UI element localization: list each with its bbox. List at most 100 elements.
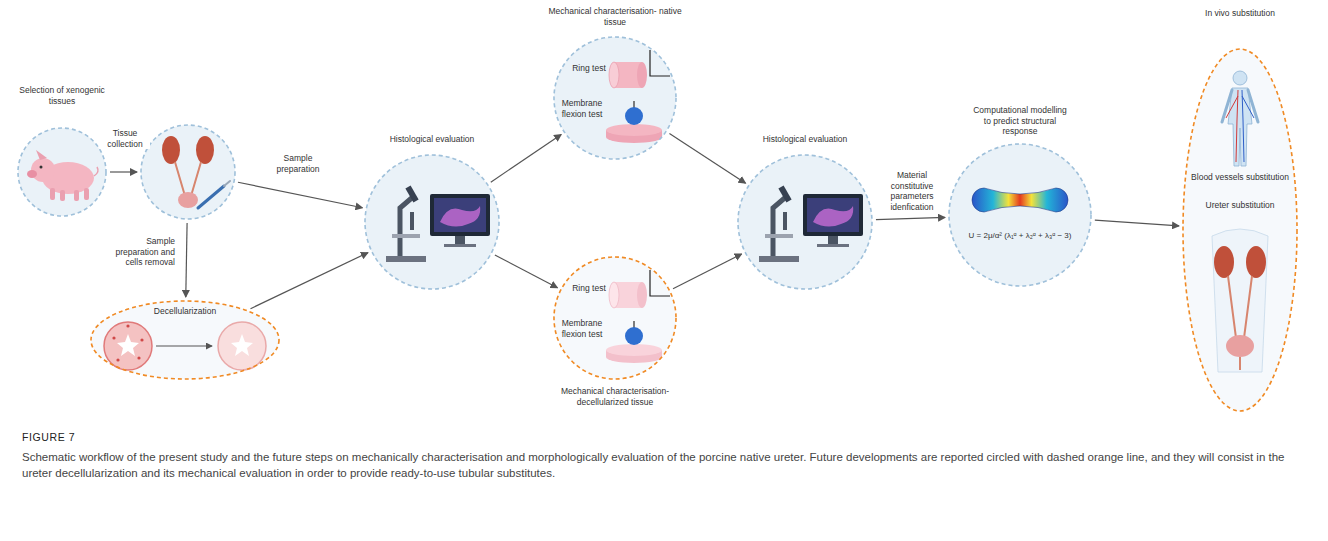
mechanical-test-circle: Mechanical characterisation- native tiss… <box>553 36 677 160</box>
flow-arrow <box>238 182 362 208</box>
dashed-outline <box>91 301 279 379</box>
urinary-tract-illustration <box>1239 357 1241 370</box>
microscope-illustration <box>392 234 420 238</box>
cross-section-illustration <box>104 322 266 370</box>
urinary-tract-illustration <box>1228 276 1252 338</box>
node-fills <box>554 37 676 159</box>
node-fills <box>91 301 279 379</box>
human-body-illustration <box>1226 90 1238 162</box>
node-fills <box>18 128 106 216</box>
edge-label: Material constitutive parameters idenfic… <box>876 170 948 212</box>
dashed-outline <box>1183 49 1297 411</box>
flow-arrow <box>251 253 368 309</box>
dashed-outline <box>18 128 106 216</box>
node-outline <box>364 154 500 290</box>
kidney-ureter-illustration <box>178 192 198 208</box>
pig-illustration <box>50 188 55 200</box>
pig-illustration <box>94 167 98 176</box>
node-fills <box>141 125 235 219</box>
kidney-ureter-illustration <box>198 186 224 208</box>
node-text: In vivo substitution <box>1200 8 1280 19</box>
microscope-illustration <box>783 212 787 230</box>
kidney-ureter-illustration <box>191 162 201 196</box>
microscope-illustration <box>434 198 486 232</box>
histology-circle: Histological evaluation <box>737 154 873 290</box>
pig-illustration <box>40 166 43 169</box>
node-text: Membrane flexion test <box>557 318 607 339</box>
urinary-tract-illustration <box>1212 229 1268 372</box>
decellularization-ellipse: Decellularization <box>90 300 280 380</box>
computational-model-circle: Computational modelling to predict struc… <box>948 143 1092 287</box>
cross-section-illustration <box>156 345 212 346</box>
cross-section-illustration <box>104 322 152 370</box>
urinary-tract-illustration <box>1246 246 1266 278</box>
edge-label: Tissue collection <box>100 128 150 149</box>
cross-section-illustration <box>116 358 119 361</box>
kidney-ureter-illustration <box>162 136 230 208</box>
human-body-illustration <box>1242 90 1254 162</box>
microscope-illustration <box>765 234 793 238</box>
dashed-outline <box>554 37 676 159</box>
microscope-illustration <box>778 186 791 203</box>
human-body-illustration <box>1233 71 1247 85</box>
ring-test-illustration <box>609 62 619 88</box>
pig-illustration <box>27 150 98 201</box>
tissue-collection-circle <box>140 124 236 220</box>
pig-illustration <box>31 158 55 182</box>
node-text: Decellularization <box>145 306 225 317</box>
ring-test-illustration <box>609 270 670 308</box>
mechanical-test-circle: Ring testMembrane flexion testMechanical… <box>553 256 677 380</box>
cross-section-illustration <box>218 322 266 370</box>
dashed-outline <box>554 257 676 379</box>
node-outline <box>1182 48 1298 412</box>
membrane-flexion-illustration <box>625 107 643 125</box>
node-fills <box>554 257 676 379</box>
figure-caption: Schematic workflow of the present study … <box>22 449 1312 481</box>
microscope-illustration <box>405 186 418 203</box>
pig-illustration <box>74 190 79 201</box>
microscope-illustration <box>773 196 787 256</box>
cross-section-illustration <box>231 334 253 356</box>
microscope-illustration <box>410 212 414 230</box>
urinary-tract-illustration <box>1212 229 1268 372</box>
flow-arrow <box>1095 220 1179 226</box>
node-outline <box>737 154 873 290</box>
ring-test-illustration <box>637 282 647 308</box>
node-text: Histological evaluation <box>740 134 870 145</box>
node-fills <box>18 37 1297 411</box>
flow-arrow <box>876 217 945 219</box>
pig-illustration <box>36 150 47 160</box>
node-fills <box>738 155 872 289</box>
dashed-outline <box>738 155 872 289</box>
node-text: Computational modelling to predict struc… <box>970 105 1070 137</box>
flow-arrow <box>495 255 558 288</box>
flow-arrow <box>669 134 745 184</box>
microscope-illustration <box>759 256 799 262</box>
membrane-flexion-illustration <box>606 124 662 136</box>
membrane-flexion-illustration <box>606 101 662 143</box>
flow-arrow <box>110 171 137 172</box>
microscope-illustration <box>828 236 838 244</box>
cross-section-illustration <box>112 336 115 339</box>
membrane-flexion-illustration <box>625 327 643 345</box>
tissue-selection-circle: Selection of xenogenic tissues <box>17 127 107 217</box>
flow-arrow <box>491 134 561 182</box>
edge-label: Sample preparation and cells removal <box>112 236 176 268</box>
membrane-flexion-illustration <box>633 101 635 108</box>
microscope-illustration <box>803 194 863 236</box>
microscope-illustration <box>817 244 849 247</box>
ring-test-illustration <box>609 50 670 88</box>
microscope-illustration <box>440 206 480 227</box>
dashed-outline <box>365 155 499 289</box>
node-text: Ring test <box>569 63 609 74</box>
node-text: Ureter substitution <box>1190 200 1290 211</box>
node-text: Histological evaluation <box>367 134 497 145</box>
edge-label: Sample preparation <box>262 153 334 174</box>
membrane-flexion-illustration <box>633 321 635 328</box>
node-fills <box>949 144 1091 286</box>
node-text: Selection of xenogenic tissues <box>9 85 115 106</box>
node-text: Ring test <box>569 283 609 294</box>
ring-test-illustration <box>650 270 670 296</box>
dashed-outline <box>949 144 1091 286</box>
node-text: Mechanical characterisation- decellulari… <box>540 386 690 407</box>
